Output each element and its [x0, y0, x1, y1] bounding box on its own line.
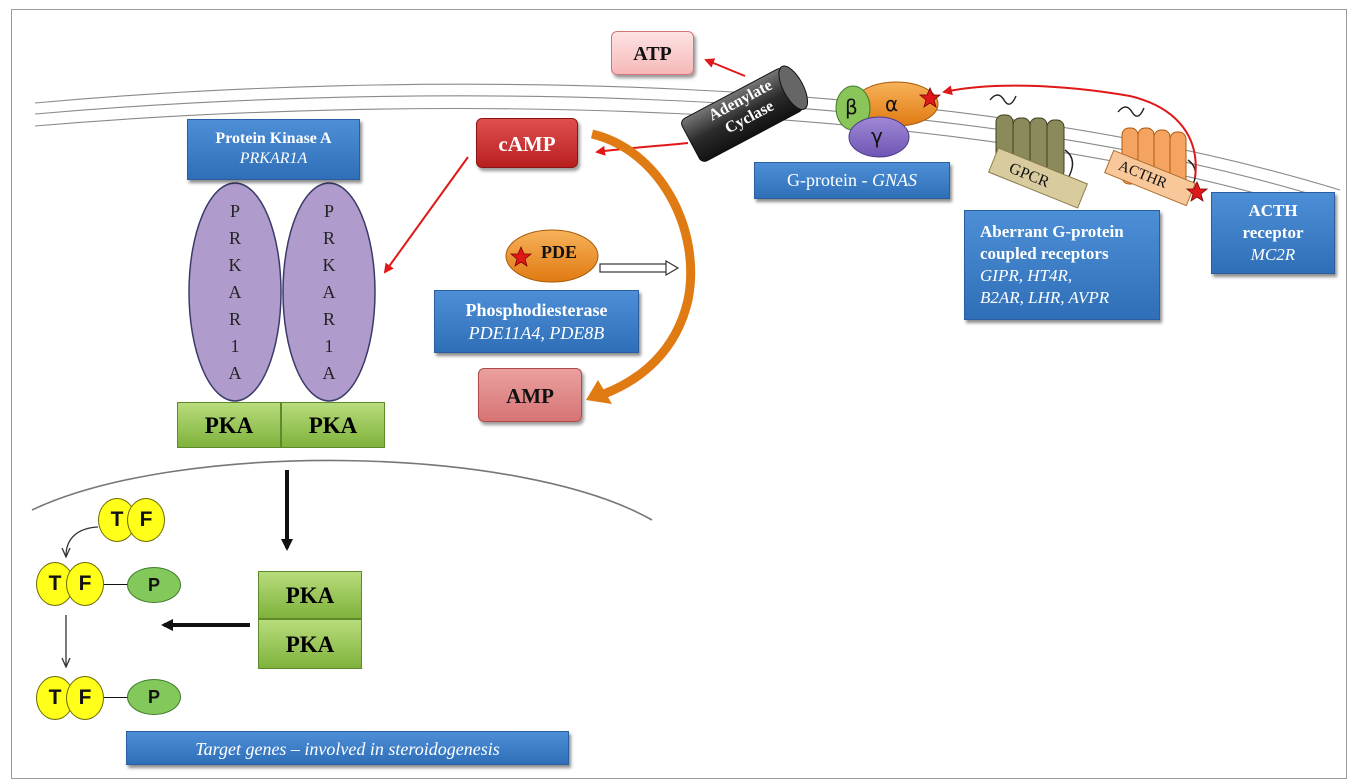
g-protein-beta-label: β: [845, 95, 858, 119]
tf-f-label: F: [78, 572, 92, 595]
pka-catalytic-right: PKA: [281, 402, 385, 448]
target-genes-label: Target genes – involved in steroidogenes…: [195, 739, 500, 759]
phosphodiesterase-title: Phosphodiesterase: [465, 300, 608, 320]
g-protein-alpha-label: α: [885, 92, 899, 116]
camp-to-amp-arrow: [590, 129, 696, 399]
pka-catalytic-left: PKA: [177, 402, 281, 448]
phosphate-circle: P: [127, 567, 181, 603]
protein-kinase-a-gene: PRKAR1A: [239, 150, 308, 167]
pka-nuclear-top: PKA: [258, 571, 362, 619]
prkar1a-letter: A: [228, 363, 242, 383]
prkar1a-letter: R: [322, 309, 335, 329]
tf-t-circle: T: [36, 676, 74, 720]
pde-mutation-star: [509, 245, 533, 267]
g-protein-gamma-subunit: [848, 116, 910, 158]
aberrant-line4: B2AR, LHR, AVPR: [980, 288, 1110, 307]
prkar1a-letter: K: [322, 255, 336, 275]
prkar1a-letter: R: [322, 228, 335, 248]
prkar1a-subunit-right: [282, 182, 376, 402]
atp-box: ATP: [611, 31, 694, 75]
pde-arrow: [599, 259, 680, 277]
tf-phospho-bond: [104, 584, 128, 585]
g-protein-box: G-protein - GNAS: [754, 162, 950, 199]
acthr-mutation-star: [1185, 180, 1209, 202]
prkar1a-letter: A: [322, 282, 336, 302]
phosphate-label: P: [147, 687, 160, 707]
prkar1a-letter: 1: [230, 336, 240, 356]
camp-label: cAMP: [498, 132, 556, 156]
tf-t-label: T: [48, 572, 62, 595]
pka-label: PKA: [285, 583, 335, 608]
nuclear-membrane: [31, 459, 653, 521]
phosphate-circle: P: [127, 679, 181, 715]
prkar1a-letter: A: [228, 282, 242, 302]
prkar1a-letters-right: P R K A R 1 A: [319, 198, 339, 387]
g-protein-mutation-star: [918, 86, 942, 108]
pka-label: PKA: [308, 413, 358, 438]
acthr-receptor: [1104, 106, 1209, 207]
protein-kinase-a-box: Protein Kinase A PRKAR1A: [187, 119, 360, 180]
prkar1a-letter: P: [229, 201, 240, 221]
tf-f-circle: F: [66, 562, 104, 606]
aberrant-line1: Aberrant G-protein: [980, 222, 1124, 241]
phosphodiesterase-box: Phosphodiesterase PDE11A4, PDE8B: [434, 290, 639, 353]
g-protein-title: G-protein -: [787, 170, 868, 190]
protein-kinase-a-title: Protein Kinase A: [215, 130, 332, 147]
aberrant-line3: GIPR, HT4R,: [980, 266, 1073, 285]
tf-phospho-bond: [104, 697, 128, 698]
g-protein-gamma-label: γ: [871, 124, 883, 148]
aberrant-line2: coupled receptors: [980, 244, 1109, 263]
pde-enzyme: [505, 229, 599, 283]
red-signal-arrows: [383, 58, 1197, 274]
phosphate-label: P: [147, 575, 160, 595]
tf-t-label: T: [48, 686, 62, 709]
target-genes-box: Target genes – involved in steroidogenes…: [126, 731, 569, 765]
pka-label: PKA: [204, 413, 254, 438]
tf-f-circle: F: [66, 676, 104, 720]
pde-label: PDE: [541, 242, 577, 262]
phosphodiesterase-genes: PDE11A4, PDE8B: [468, 323, 605, 343]
gpcr-receptor: [987, 94, 1089, 209]
acth-receptor-line2: receptor: [1242, 223, 1304, 242]
camp-box: cAMP: [476, 118, 578, 168]
g-protein-gene: GNAS: [871, 170, 917, 190]
prkar1a-letter: R: [228, 309, 241, 329]
prkar1a-letter: A: [322, 363, 336, 383]
tf-f-label: F: [139, 508, 153, 531]
prkar1a-letters-left: P R K A R 1 A: [225, 198, 245, 387]
amp-label: AMP: [506, 384, 554, 408]
prkar1a-subunit-left: [188, 182, 282, 402]
aberrant-gpcr-box: Aberrant G-protein coupled receptors GIP…: [964, 210, 1160, 320]
pka-nuclear-bottom: PKA: [258, 619, 362, 669]
amp-box: AMP: [478, 368, 582, 422]
pka-label: PKA: [285, 632, 335, 657]
acth-receptor-line1: ACTH: [1248, 201, 1298, 220]
atp-label: ATP: [633, 43, 672, 65]
prkar1a-letter: 1: [324, 336, 334, 356]
tf-f-circle: F: [127, 498, 165, 542]
acth-receptor-box: ACTH receptor MC2R: [1211, 192, 1335, 274]
tf-f-label: F: [78, 686, 92, 709]
prkar1a-letter: P: [323, 201, 334, 221]
acth-receptor-gene: MC2R: [1250, 245, 1296, 264]
adenylate-cyclase-cylinder: [681, 65, 809, 162]
tf-t-label: T: [110, 508, 124, 531]
camp-to-amp-arrowhead: [586, 380, 612, 404]
tf-activation-arrows: [66, 526, 99, 666]
prkar1a-letter: K: [228, 255, 242, 275]
prkar1a-letter: R: [228, 228, 241, 248]
black-pathway-arrows: [161, 470, 293, 631]
